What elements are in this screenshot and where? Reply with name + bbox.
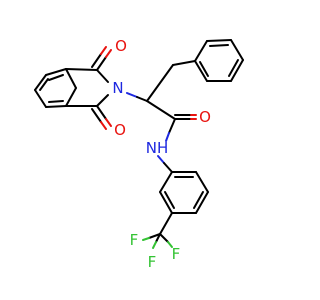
bond: [105, 49, 112, 58]
bond: [136, 96, 148, 102]
bond: [105, 118, 112, 127]
bond: [168, 118, 176, 134]
bond: [195, 171, 209, 193]
bond: [91, 108, 102, 123]
nitrogen-atom-label: N: [112, 79, 123, 97]
bond: [65, 68, 98, 71]
bond: [159, 233, 169, 243]
oxygen-atom-label: O: [199, 108, 211, 126]
phthalimide-imide-ring: [65, 46, 112, 130]
bond: [142, 237, 150, 241]
bond: [65, 87, 77, 107]
bond: [155, 233, 161, 243]
bond: [146, 100, 176, 120]
bond: [34, 74, 47, 91]
bond: [91, 53, 102, 68]
fluorine-atom-label: F: [148, 253, 157, 271]
bond: [172, 60, 196, 66]
bond: [165, 132, 170, 142]
trifluoromethyl-group: [142, 212, 173, 249]
oxygen-atom-label: O: [115, 37, 127, 55]
bond: [34, 89, 47, 108]
bond: [164, 191, 175, 209]
bond: [194, 40, 208, 62]
bond: [65, 68, 77, 89]
bond: [146, 64, 174, 102]
amide-nh-label: NH: [146, 139, 169, 157]
bond: [159, 171, 173, 193]
bond: [199, 61, 209, 77]
molecule-structure: O O N O NH F F F: [34, 37, 244, 271]
bond: [96, 105, 107, 120]
bond: [163, 162, 173, 173]
oxygen-atom-label: O: [114, 121, 126, 139]
bond: [228, 59, 239, 77]
bond: [230, 59, 244, 82]
bond: [48, 74, 64, 81]
bond: [193, 191, 204, 209]
bond: [45, 105, 67, 108]
bond: [159, 212, 173, 235]
bond: [96, 69, 109, 83]
bond: [209, 44, 229, 47]
bond: [152, 241, 157, 249]
bond: [157, 155, 165, 164]
bond: [45, 68, 67, 76]
bond: [96, 94, 109, 107]
anilide-ring: [159, 171, 209, 214]
fluorine-atom-label: F: [172, 245, 181, 263]
bond: [39, 78, 49, 91]
bond: [100, 46, 107, 55]
phthalimide-benzene-ring: [34, 68, 77, 108]
bond: [195, 191, 209, 214]
bond: [48, 100, 64, 103]
backbone: [126, 60, 197, 173]
bond: [194, 60, 208, 82]
bond: [159, 191, 173, 214]
bond: [206, 39, 232, 42]
bond: [96, 56, 107, 71]
bond: [126, 92, 138, 98]
bond: [167, 241, 173, 248]
bond: [148, 233, 161, 239]
bond: [230, 39, 244, 61]
benzyl-phenyl-ring: [194, 39, 244, 82]
bond: [100, 121, 107, 130]
fluorine-atom-label: F: [130, 231, 139, 249]
